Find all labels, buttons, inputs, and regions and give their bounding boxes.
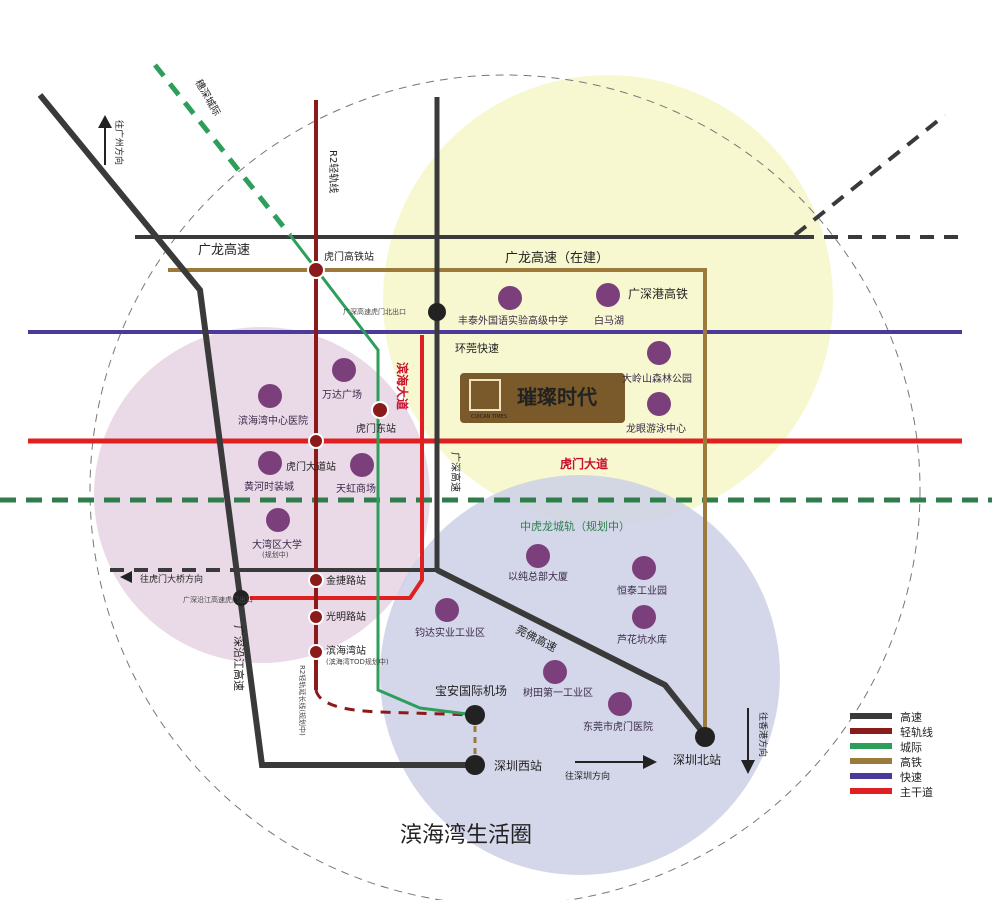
label-university: 大湾区大学: [252, 538, 302, 551]
map-title: 滨海湾生活圈: [400, 823, 532, 848]
label-hengtai: 恒泰工业园: [617, 584, 667, 597]
project-badge: [460, 373, 625, 423]
binhai-avenue-line: [250, 335, 424, 600]
label-wanda: 万达广场: [322, 388, 362, 401]
label-humen-avenue: 虎门大道: [560, 456, 608, 471]
label-yichun: 以纯总部大厦: [508, 570, 568, 583]
dir-humen-bridge: 往虎门大桥方向: [140, 573, 203, 585]
label-humen-avenue-station: 虎门大道站: [286, 460, 336, 473]
legend-swatch: [850, 743, 892, 749]
label-shutian: 树田第一工业区: [523, 686, 593, 699]
label-hospital: 滨海湾中心医院: [238, 414, 308, 427]
label-luhuakeng: 芦花坑水库: [617, 633, 667, 646]
dir-hongkong: 往香港方向: [757, 712, 769, 757]
label-huanguan: 环莞快速: [455, 342, 499, 355]
station-markers: [233, 261, 715, 775]
label-humen-east: 虎门东站: [356, 422, 396, 435]
project-logo-icon: [469, 379, 501, 411]
label-huanghe: 黄河时装城: [244, 480, 294, 493]
label-binhai: 滨海大道: [395, 362, 410, 410]
label-humen-hsr: 虎门高铁站: [324, 250, 374, 263]
label-baima: 白马湖: [594, 314, 624, 327]
suishen-intercity-dashed: [153, 63, 292, 237]
label-guangshen-exp: 广深高速: [449, 452, 462, 492]
legend-label: 轻轨线: [900, 725, 933, 739]
label-junda: 钧达实业工业区: [415, 626, 485, 639]
label-suishen: 穗深城际: [192, 77, 223, 118]
label-guanglong: 广龙高速: [198, 242, 250, 258]
label-dongguan-hospital: 东莞市虎门医院: [583, 720, 653, 733]
label-tianhong: 天虹商场: [336, 482, 376, 495]
legend-label: 主干道: [900, 785, 933, 799]
label-gs-humen-exit: 广深高速虎门北出口: [343, 307, 406, 316]
legend-label: 高铁: [900, 755, 922, 769]
dir-shenzhen: 往深圳方向: [565, 770, 610, 782]
label-gshk-hsr: 广深港高铁: [628, 286, 688, 301]
label-university-note: (规划中): [262, 550, 289, 559]
label-baoan-airport: 宝安国际机场: [435, 683, 507, 698]
legend-label: 高速: [900, 710, 922, 724]
suishen-intercity-line: [288, 234, 476, 717]
r2-extension-dashed: [314, 689, 476, 717]
legend-label: 快速: [900, 771, 922, 784]
zone-circle-purple: [94, 327, 430, 663]
label-longyan: 龙眼游泳中心: [626, 422, 686, 435]
label-r2-ext: R2轻轨延长线(规划中): [298, 665, 307, 736]
legend-swatch: [850, 788, 892, 794]
label-guangming: 光明路站: [326, 610, 366, 623]
legend-swatch: [850, 773, 892, 779]
label-daling: 大岭山森林公园: [622, 372, 692, 385]
label-jinjie: 金捷路站: [326, 574, 366, 587]
label-binhaiwan-note: (滨海湾TOD规划中): [326, 657, 389, 666]
project-sub: CUICAN TIMES: [471, 414, 507, 420]
zone-circle-blue: [380, 475, 780, 875]
guangshen-yanjiang-expressway: [37, 93, 475, 768]
poi-icons: [258, 283, 671, 716]
label-r2: R2轻轨线: [327, 150, 340, 193]
label-shenzhen-west: 深圳西站: [494, 759, 542, 773]
legend-label: 城际: [900, 741, 922, 754]
label-zhonghulong: 中虎龙城轨（规划中）: [520, 519, 630, 533]
guanglong-extension-dashed: [793, 113, 947, 237]
label-guangshen-yanjiang: 广深沿江高速: [232, 625, 246, 691]
label-fengtai: 丰泰外国语实验高级中学: [458, 314, 568, 327]
gsh-hsr-line: [168, 268, 707, 735]
legend-swatch: [850, 713, 892, 719]
arrow-left-icon: [120, 571, 132, 583]
legend-swatch: [850, 758, 892, 764]
label-gsyj-humen-exit: 广深沿江高速虎门出口: [183, 595, 253, 604]
label-guanglong-building: 广龙高速（在建）: [505, 250, 609, 266]
dir-guangzhou: 往广州方向: [113, 120, 125, 165]
range-ring: [89, 74, 921, 900]
label-shenzhen-north: 深圳北站: [673, 753, 721, 767]
legend-swatch: [850, 728, 892, 734]
label-binhaiwan: 滨海湾站: [326, 644, 366, 657]
guanfo-expressway: [435, 567, 708, 737]
project-name: 璀璨时代: [517, 385, 597, 409]
